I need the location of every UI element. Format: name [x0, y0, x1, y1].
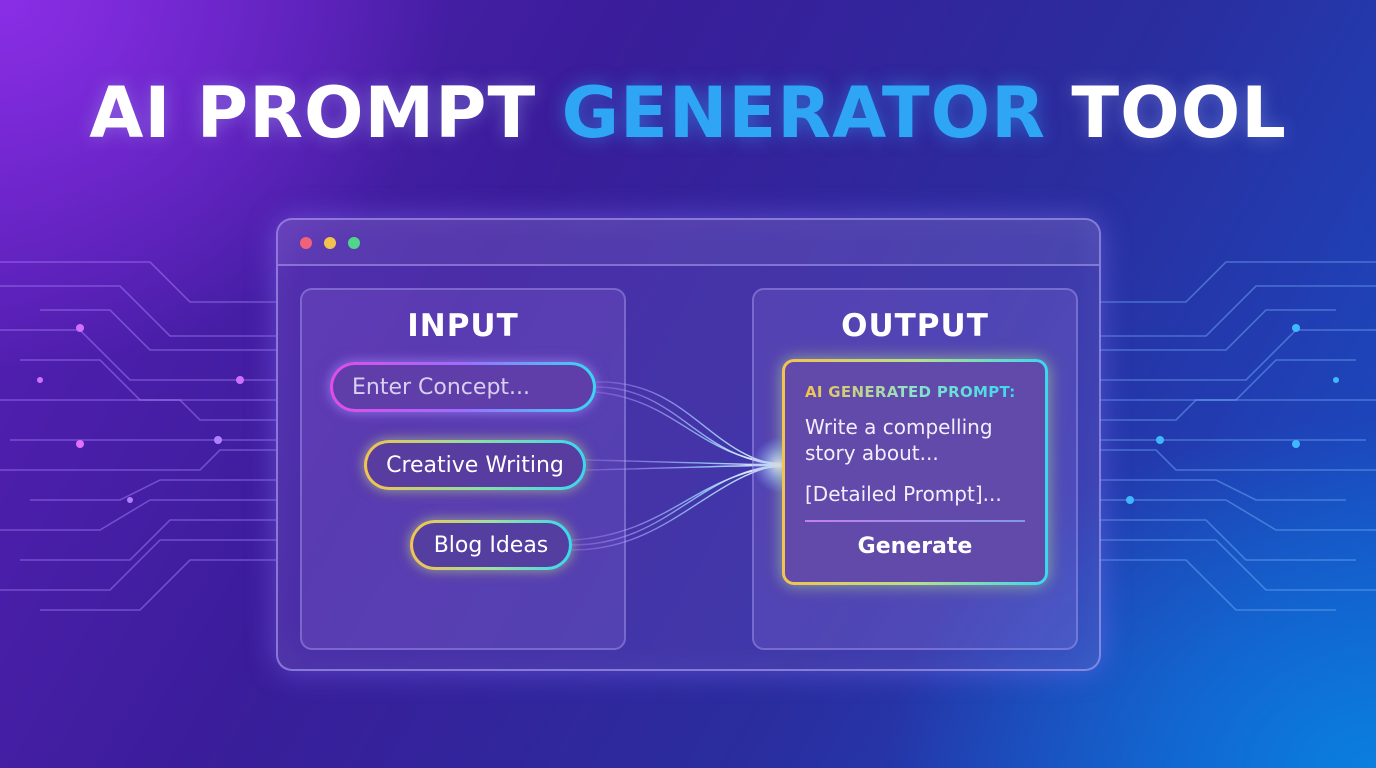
card-divider	[805, 520, 1025, 522]
title-highlight: GENERATOR	[561, 72, 1047, 154]
generated-prompt-text: Write a compelling story about...	[805, 415, 993, 465]
concept-input[interactable]: Enter Concept...	[330, 362, 596, 412]
maximize-dot-icon[interactable]	[348, 237, 360, 249]
generate-button[interactable]: Generate	[857, 534, 973, 559]
detailed-prompt-text: [Detailed Prompt]...	[805, 482, 1002, 506]
title-part-2: TOOL	[1046, 72, 1287, 154]
page-title: AI PROMPT GENERATOR TOOL	[0, 78, 1376, 148]
card-label: AI GENERATED PROMPT:	[805, 383, 1016, 401]
input-panel-title: INPUT	[407, 308, 519, 344]
blog-ideas-option[interactable]: Blog Ideas	[410, 520, 572, 570]
minimize-dot-icon[interactable]	[324, 237, 336, 249]
app-window: INPUT OUTPUT Enter Concept... Creative W…	[276, 218, 1101, 671]
output-panel-title: OUTPUT	[841, 308, 989, 344]
generated-prompt-card: AI GENERATED PROMPT: Write a compelling …	[782, 359, 1048, 585]
close-dot-icon[interactable]	[300, 237, 312, 249]
window-titlebar	[278, 220, 1099, 266]
creative-writing-option[interactable]: Creative Writing	[364, 440, 586, 490]
title-part-1: AI PROMPT	[89, 72, 562, 154]
